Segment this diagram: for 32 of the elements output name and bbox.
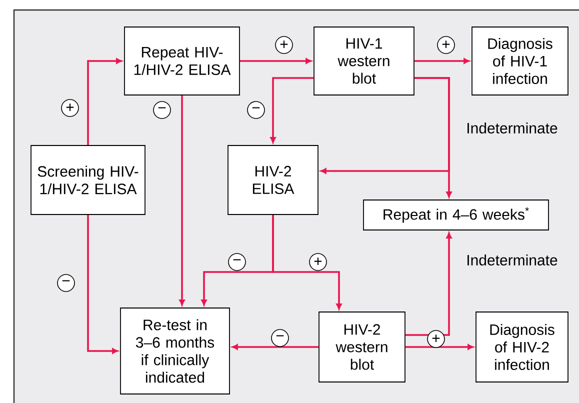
sign-label: − [271,329,289,347]
sign-label: + [275,36,293,54]
sign-label: + [309,253,327,271]
arrow [179,95,185,306]
process-box: HIV-1 western blot [314,26,414,96]
process-box: Diagnosis of HIV-2 infection [476,312,568,382]
process-box: Re-test in 3–6 months if clinically indicated [120,308,230,394]
arrow [272,214,342,310]
arrow [232,344,319,350]
arrow [405,232,452,336]
process-box: Diagnosis of HIV-1 infection [472,26,568,96]
arrow [87,214,118,354]
process-box: Screening HIV-1/HIV-2 ELISA [30,145,146,215]
arrow [270,77,314,143]
sign-label: − [247,101,265,119]
arrow [87,58,122,146]
sign-label: − [228,253,246,271]
process-box: HIV-2 ELISA [228,145,318,215]
arrow [405,344,474,350]
sign-label: + [437,36,455,54]
edge-label: Indeterminate [468,122,558,134]
arrow [240,58,312,64]
arrow [414,58,470,64]
sign-label: + [427,330,445,348]
sign-label: − [153,101,171,119]
arrow [414,77,452,198]
process-box: HIV-2 western blot [318,312,406,382]
sign-label: + [61,99,79,117]
process-box: Repeat HIV-1/HIV-2 ELISA [124,26,240,96]
process-box: Repeat in 4–6 weeks$^{*}$ [363,200,549,230]
sign-label: − [57,274,75,292]
edge-label: Indeterminate [468,254,558,266]
